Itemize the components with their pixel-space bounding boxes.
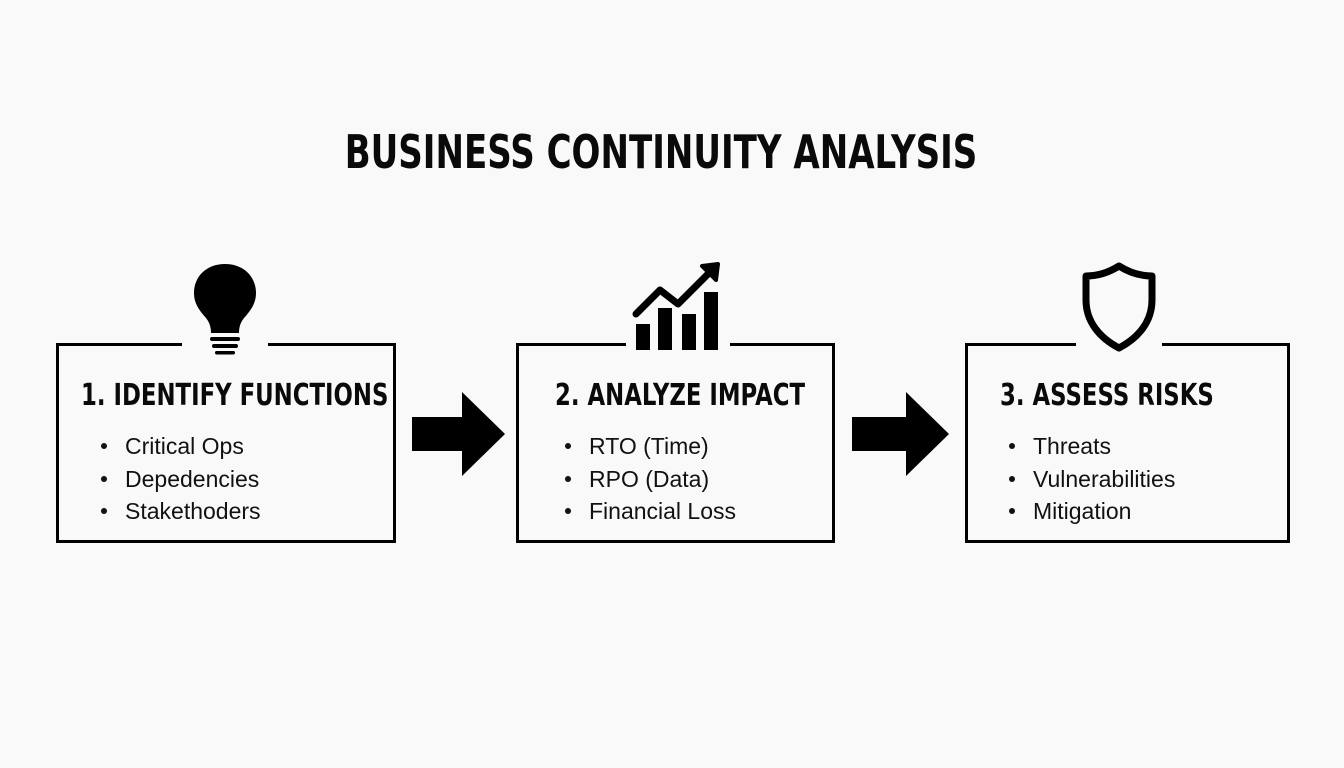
list-item: Mitigation [1007, 495, 1175, 528]
step-item-list: Critical Ops Depedencies Stakethoders [99, 430, 261, 528]
step-heading: 1. IDENTIFY FUNCTIONS [81, 378, 389, 413]
list-item: Threats [1007, 430, 1175, 463]
growth-chart-icon [626, 258, 730, 356]
list-item: RPO (Data) [563, 463, 736, 496]
step-heading: 2. ANALYZE IMPACT [555, 378, 806, 413]
step-item-list: RTO (Time) RPO (Data) Financial Loss [563, 430, 736, 528]
arrow-right-icon [850, 392, 950, 483]
list-item: Critical Ops [99, 430, 261, 463]
list-item: Depedencies [99, 463, 261, 496]
shield-icon [1076, 258, 1162, 354]
list-item: RTO (Time) [563, 430, 736, 463]
diagram-title: BUSINESS CONTINUITY ANALYSIS [344, 125, 978, 179]
step-box-analyze-impact: 2. ANALYZE IMPACT RTO (Time) RPO (Data) … [516, 343, 835, 543]
list-item: Vulnerabilities [1007, 463, 1175, 496]
list-item: Financial Loss [563, 495, 736, 528]
step-heading: 3. ASSESS RISKS [1000, 378, 1214, 413]
step-box-identify-functions: 1. IDENTIFY FUNCTIONS Critical Ops Deped… [56, 343, 396, 543]
arrow-right-icon [410, 392, 506, 483]
step-box-assess-risks: 3. ASSESS RISKS Threats Vulnerabilities … [965, 343, 1290, 543]
lightbulb-icon [182, 258, 268, 356]
step-item-list: Threats Vulnerabilities Mitigation [1007, 430, 1175, 528]
list-item: Stakethoders [99, 495, 261, 528]
